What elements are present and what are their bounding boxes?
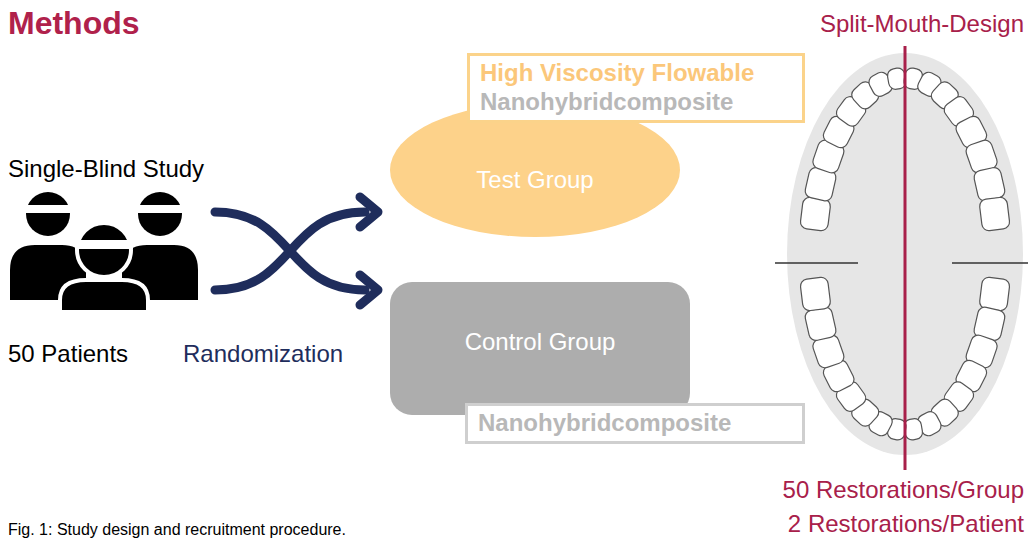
jaw-line: [775, 262, 858, 264]
material-name: Nanohybridcomposite: [478, 409, 792, 438]
ellipse-fill: [390, 103, 680, 237]
head: [77, 223, 131, 277]
material-name: High Viscosity Flowable: [480, 59, 792, 88]
patients-icon: [10, 192, 198, 312]
jaw-line: [952, 262, 1028, 264]
body: [60, 280, 148, 312]
tooth: [800, 277, 831, 312]
cross-arrow: [215, 212, 365, 290]
material-name: Nanohybridcomposite: [480, 88, 792, 117]
cross-arrow: [215, 212, 365, 290]
test-group-ellipse: Test Group: [390, 103, 680, 237]
restoration-count: 2 Restorations/Patient: [788, 510, 1024, 539]
randomization-label: Randomization: [183, 340, 343, 369]
study-type: Single-Blind Study: [8, 155, 204, 184]
tooth: [800, 197, 831, 232]
tooth: [973, 166, 1006, 202]
control-group-box: Control Group: [390, 282, 690, 415]
title: Methods: [8, 4, 140, 42]
material-label-box: Nanohybridcomposite: [465, 403, 805, 444]
blindfold: [75, 240, 133, 249]
randomization-arrows: [215, 197, 378, 305]
tooth: [804, 306, 837, 342]
group-name: Control Group: [465, 328, 616, 357]
patient-count: 50 Patients: [8, 340, 128, 369]
material-label-box: High Viscosity FlowableNanohybridcomposi…: [467, 53, 805, 123]
head: [26, 192, 70, 236]
rect-fill: [390, 282, 690, 415]
blindfold: [24, 205, 72, 213]
arrow-head: [360, 197, 378, 227]
group-name: Test Group: [476, 166, 593, 195]
blindfold: [136, 205, 184, 213]
tooth: [979, 197, 1010, 232]
head: [138, 192, 182, 236]
tooth: [979, 277, 1010, 312]
design-label: Split-Mouth-Design: [820, 10, 1024, 39]
caption: Fig. 1: Study design and recruitment pro…: [8, 520, 346, 539]
restoration-count: 50 Restorations/Group: [783, 476, 1024, 505]
split-line: [904, 46, 907, 470]
arrow-head: [360, 275, 378, 305]
